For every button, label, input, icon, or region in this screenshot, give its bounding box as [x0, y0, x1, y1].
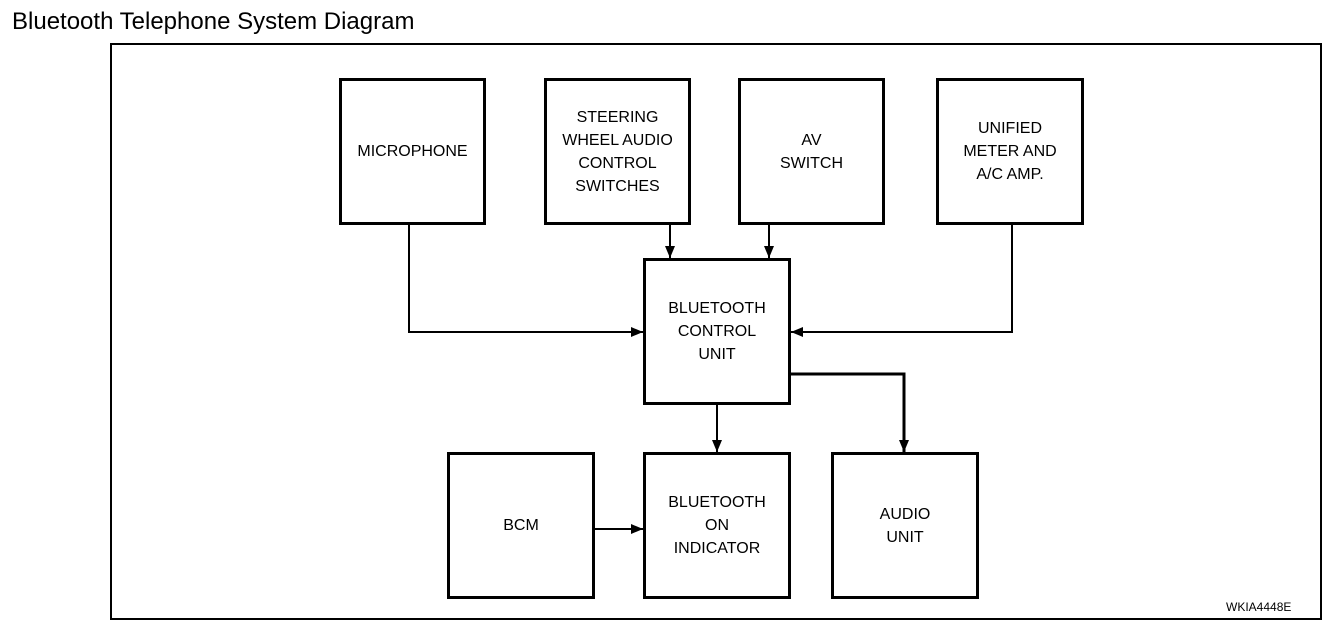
- page-title: Bluetooth Telephone System Diagram: [12, 8, 415, 35]
- steering-switches-label: STEERING WHEEL AUDIO CONTROL SWITCHES: [562, 108, 673, 195]
- diagram-frame: [110, 43, 1322, 620]
- av-switch-block: AV SWITCH: [738, 78, 885, 225]
- av-switch-label: AV SWITCH: [779, 131, 844, 172]
- steering-switches-block: STEERING WHEEL AUDIO CONTROL SWITCHES: [544, 78, 691, 225]
- bluetooth-control-unit-block: BLUETOOTH CONTROL UNIT: [643, 258, 791, 405]
- audio-unit-block: AUDIO UNIT: [831, 452, 979, 599]
- microphone-label: MICROPHONE: [357, 143, 468, 160]
- bluetooth-on-indicator-label: BLUETOOTH ON INDICATOR: [668, 494, 766, 557]
- unified-meter-block: UNIFIED METER AND A/C AMP.: [936, 78, 1084, 225]
- microphone-block: MICROPHONE: [339, 78, 486, 225]
- document-code: WKIA4448E: [1226, 600, 1292, 614]
- bcm-label: BCM: [503, 517, 539, 534]
- bluetooth-control-unit-label: BLUETOOTH CONTROL UNIT: [668, 300, 766, 363]
- bluetooth-on-indicator-block: BLUETOOTH ON INDICATOR: [643, 452, 791, 599]
- unified-meter-label: UNIFIED METER AND A/C AMP.: [963, 120, 1057, 183]
- bcm-block: BCM: [447, 452, 595, 599]
- audio-unit-label: AUDIO UNIT: [879, 505, 931, 546]
